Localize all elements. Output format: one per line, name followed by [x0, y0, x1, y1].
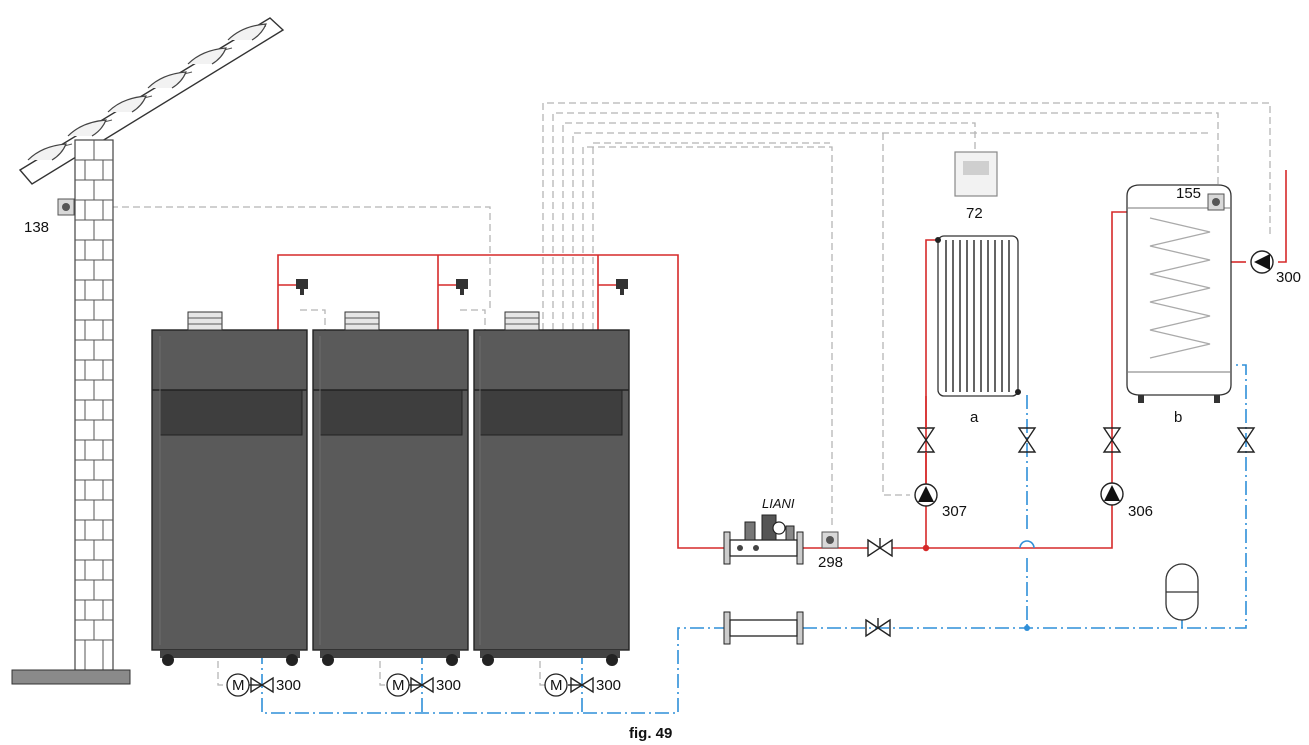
motor-1-label: M — [232, 677, 245, 694]
motor-2-label: M — [392, 677, 405, 694]
radiator-valve-flow — [916, 427, 936, 453]
room-thermostat — [954, 151, 998, 197]
recirculation-pump-label: 300 — [1276, 269, 1301, 286]
chimney — [11, 139, 131, 685]
flow-sensor-label: 298 — [818, 554, 843, 571]
tank-sensor — [1207, 193, 1225, 211]
boiler-3 — [473, 311, 630, 666]
boiler-valve-3 — [568, 676, 594, 694]
flow-isolation-valve — [867, 538, 893, 558]
radiator-pump-label: 307 — [942, 503, 967, 520]
tank-sensor-label: 155 — [1176, 185, 1201, 202]
boiler-valve-2 — [408, 676, 434, 694]
boiler-pump-3-label: 300 — [596, 677, 621, 694]
recirculation-pump — [1250, 250, 1274, 274]
return-isolation-valve — [865, 618, 891, 638]
tank-circuit-pump — [1100, 482, 1124, 506]
tank-circuit-pump-label: 306 — [1128, 503, 1153, 520]
cold-water-pipes — [261, 364, 1247, 714]
signal-wiring — [78, 102, 1271, 686]
motor-1 — [226, 673, 250, 697]
figure-caption: fig. 49 — [629, 725, 672, 742]
boiler-2 — [312, 311, 469, 666]
radiator-valve-return — [1017, 427, 1037, 453]
boiler-1 — [151, 311, 308, 666]
return-header — [723, 611, 804, 645]
radiator-label: a — [970, 409, 979, 426]
tank-label: b — [1174, 409, 1182, 426]
motor-3-label: M — [550, 677, 563, 694]
hot-water-tank — [1126, 184, 1232, 403]
boiler-pump-2-label: 300 — [436, 677, 461, 694]
boiler-pump-1-label: 300 — [276, 677, 301, 694]
expansion-vessel — [1165, 563, 1199, 621]
motor-2 — [386, 673, 410, 697]
thermostat-label: 72 — [966, 205, 983, 222]
pipe-crossover — [1019, 540, 1035, 549]
tank-valve-flow — [1102, 427, 1122, 453]
motor-3 — [544, 673, 568, 697]
manifold-label: LIANI — [762, 496, 795, 511]
outdoor-sensor-label: 138 — [24, 219, 49, 236]
flow-sensor — [821, 531, 839, 549]
radiator — [935, 235, 1021, 397]
radiator-pump — [914, 483, 938, 507]
boiler-valve-1 — [248, 676, 274, 694]
safety-valves — [296, 279, 628, 295]
tank-valve-return — [1236, 427, 1256, 453]
outdoor-sensor — [57, 198, 75, 216]
hydraulic-manifold — [723, 514, 804, 565]
roof — [18, 17, 285, 185]
